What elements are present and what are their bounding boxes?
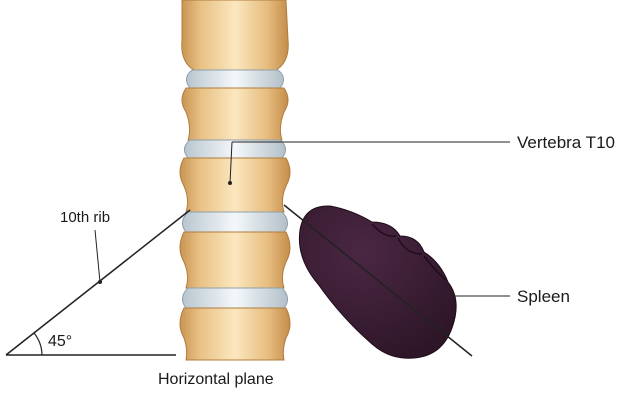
vertebra-pointer-dot — [228, 181, 232, 185]
vertebra-label: Vertebra T10 — [517, 133, 615, 152]
intervertebral-disc — [184, 140, 285, 158]
rib-line — [6, 210, 190, 355]
horizontal-plane-label: Horizontal plane — [158, 371, 274, 388]
rib-pointer-dot — [98, 280, 102, 284]
intervertebral-disc — [182, 288, 287, 308]
intervertebral-disc — [182, 212, 287, 232]
vertebra — [180, 232, 290, 288]
intervertebral-disc — [186, 70, 283, 88]
spleen-label: Spleen — [517, 287, 570, 306]
angle-arc — [34, 333, 42, 355]
vertebra-t10 — [180, 158, 290, 212]
vertebra-bottom — [180, 308, 290, 360]
spleen — [299, 206, 456, 358]
rib-leader-line — [95, 230, 100, 282]
angle-label: 45° — [48, 333, 72, 350]
vertebra-top — [182, 0, 289, 70]
vertebra — [182, 88, 288, 140]
rib-label: 10th rib — [60, 209, 110, 226]
vertebral-column — [180, 0, 290, 360]
